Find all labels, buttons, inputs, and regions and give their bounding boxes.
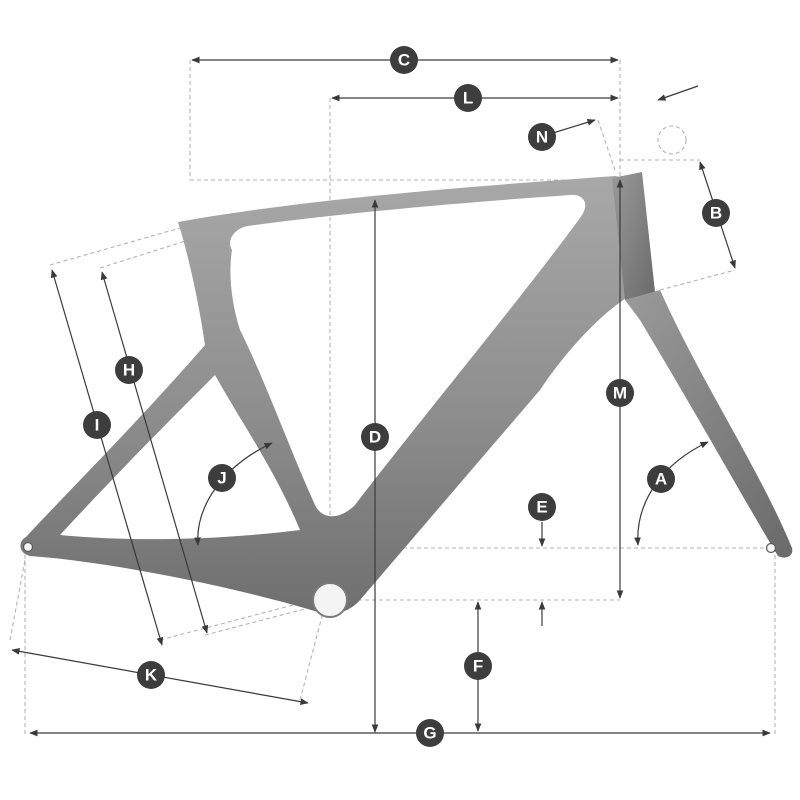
badge-b-label: B: [710, 204, 722, 223]
badge-g: G: [416, 719, 444, 747]
badge-k-label: K: [145, 666, 158, 685]
rear-dropout: [22, 541, 34, 553]
badge-n-label: N: [536, 128, 548, 147]
badge-e: E: [528, 493, 556, 521]
badge-j: J: [208, 464, 236, 492]
badge-b: B: [702, 199, 730, 227]
badge-a-label: A: [655, 470, 667, 489]
badge-d-label: D: [369, 428, 381, 447]
dim-i-line: [50, 269, 164, 646]
badge-d: D: [361, 423, 389, 451]
badge-h: H: [115, 356, 143, 384]
badge-f-label: F: [473, 657, 483, 676]
badge-c: C: [390, 46, 418, 74]
badge-h-label: H: [123, 361, 135, 380]
badge-g-label: G: [423, 724, 436, 743]
badge-k: K: [137, 661, 165, 689]
badge-e-label: E: [536, 498, 547, 517]
badge-i: I: [83, 411, 111, 439]
frame-body: [20, 176, 640, 615]
dimension-lines: [11, 56, 771, 737]
badge-m-label: M: [613, 384, 627, 403]
badge-m: M: [606, 379, 634, 407]
reference-guides: [9, 60, 776, 735]
dim-j-arc: [194, 442, 273, 546]
dim-h-line: [100, 271, 209, 634]
badge-l-label: L: [463, 89, 473, 108]
badge-f: F: [464, 652, 492, 680]
dim-n-arrow: [552, 119, 596, 134]
bottom-bracket: [312, 582, 348, 618]
dim-a-arc: [634, 441, 709, 546]
dim-n-arrow-outer: [657, 85, 699, 101]
badge-i-label: I: [95, 416, 100, 435]
badge-a: A: [647, 465, 675, 493]
badge-l: L: [454, 84, 482, 112]
bike-frame: [20, 172, 793, 618]
front-dropout: [765, 542, 777, 554]
badge-n: N: [528, 123, 556, 151]
badge-j-label: J: [217, 469, 226, 488]
front-fork: [625, 290, 793, 558]
badge-c-label: C: [398, 51, 410, 70]
